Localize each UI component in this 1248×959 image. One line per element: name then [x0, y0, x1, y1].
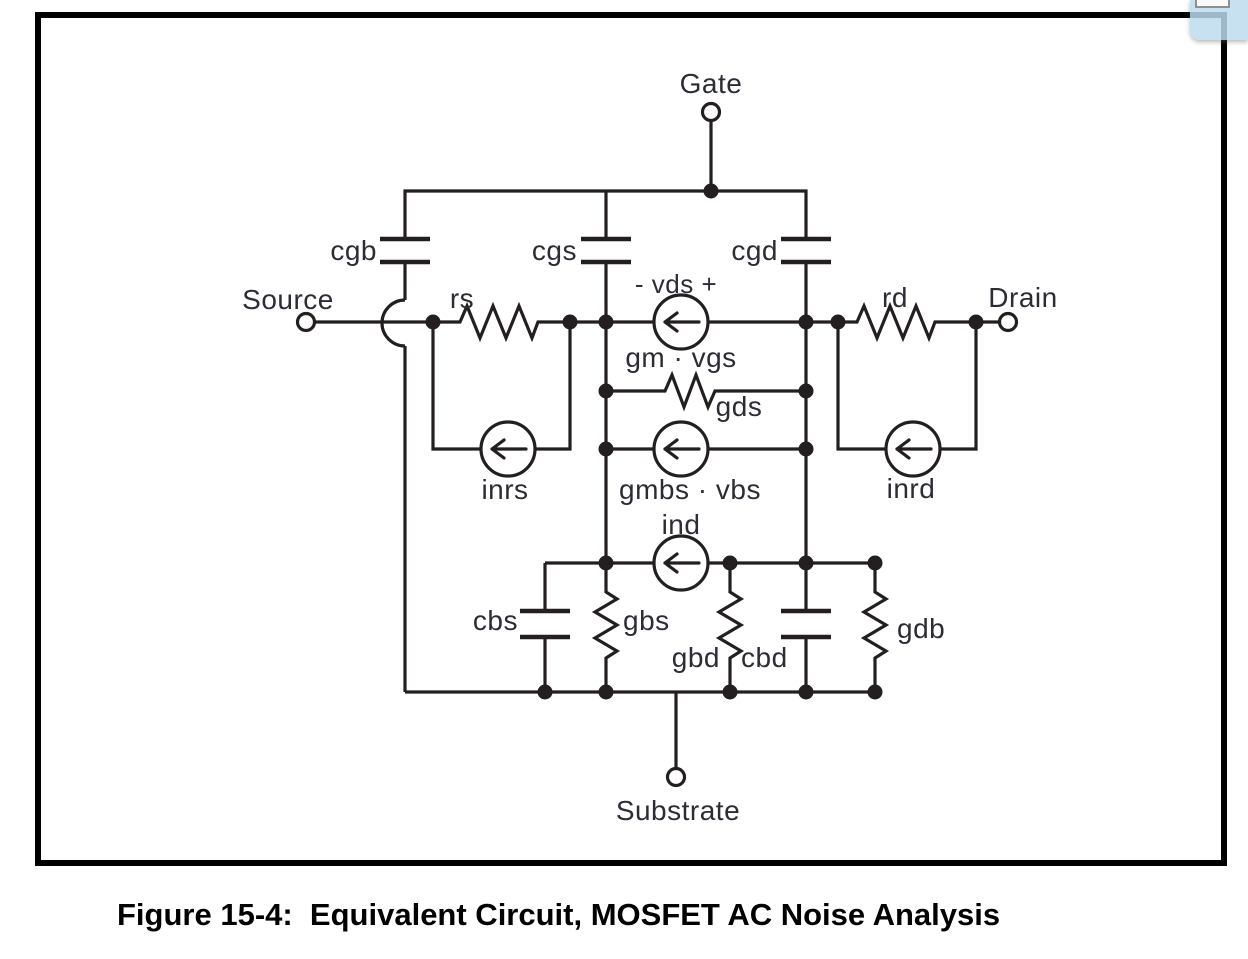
- cgb-label: cgb: [330, 235, 377, 266]
- gdb-label: gdb: [897, 613, 945, 644]
- capacitor-plates: [380, 236, 831, 640]
- circuit-labels: Gate Source Drain Substrate cgb cgs cgd …: [242, 68, 1057, 826]
- gbd-label: gbd: [672, 642, 720, 673]
- inrs-arrow-icon: [490, 438, 528, 460]
- cgd-label: cgd: [731, 235, 778, 266]
- cbd-label: cbd: [741, 642, 788, 673]
- current-sources: [479, 293, 942, 592]
- center-column-gbs: [591, 262, 621, 692]
- substrate-label: Substrate: [616, 795, 740, 826]
- inrs-label: inrs: [481, 474, 528, 505]
- gbs-label: gbs: [623, 605, 670, 636]
- drain-label: Drain: [988, 282, 1057, 313]
- gds-label: gds: [716, 391, 763, 422]
- substrate-terminal-node: [665, 766, 687, 788]
- gdb-resistor-wire: [860, 563, 890, 692]
- vds-annotation: - vds +: [635, 269, 717, 299]
- figure-caption: Figure 15-4: Equivalent Circuit, MOSFET …: [117, 897, 1001, 932]
- gm-vgs-arrow-icon: [663, 311, 701, 333]
- junction-dots: [425, 183, 984, 700]
- cgb-capacitor: [380, 236, 430, 265]
- gate-label: Gate: [680, 68, 743, 99]
- inrd-arrow-icon: [895, 438, 933, 460]
- corner-ui-overlay[interactable]: [1190, 0, 1248, 40]
- ind-arrow-icon: [663, 552, 701, 574]
- rd-label: rd: [882, 282, 908, 313]
- source-terminal-node: [295, 311, 317, 333]
- rs-label: rs: [450, 283, 474, 314]
- cbs-capacitor: [520, 608, 570, 640]
- gmbs-vbs-label: gmbs · vbs: [619, 474, 761, 505]
- gm-vgs-label: gm · vgs: [625, 342, 736, 373]
- source-label: Source: [242, 284, 334, 315]
- cgd-capacitor: [781, 236, 831, 265]
- cgs-capacitor: [581, 236, 631, 265]
- gate-terminal-node: [700, 101, 722, 123]
- cbd-capacitor: [781, 608, 831, 640]
- drain-terminal-node: [997, 311, 1019, 333]
- gbd-resistor-wire: [715, 563, 745, 692]
- figure-border: [35, 12, 1227, 866]
- cbs-label: cbs: [473, 605, 518, 636]
- ind-label: ind: [662, 509, 701, 540]
- corner-ui-overlay-tab[interactable]: [1195, 0, 1230, 8]
- cgs-label: cgs: [532, 235, 577, 266]
- gmbs-vbs-arrow-icon: [663, 438, 701, 460]
- inrd-label: inrd: [887, 473, 936, 504]
- gds-resistor-wire: [606, 370, 806, 412]
- terminal-nodes: [295, 101, 1019, 788]
